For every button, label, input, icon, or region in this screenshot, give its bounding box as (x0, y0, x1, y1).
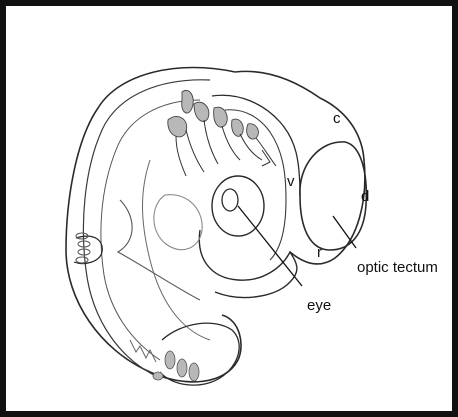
cranial-ganglia (168, 90, 259, 139)
label-eye: eye (307, 297, 331, 314)
label-r: r (317, 244, 322, 261)
pharyngeal-arches (154, 195, 202, 250)
optic-tectum-leader (333, 216, 356, 248)
neural-tube-inner-line (101, 100, 200, 360)
eye-lens (222, 189, 238, 211)
eye-leader (238, 206, 302, 286)
heart-region (118, 200, 200, 300)
hindlimb-digits (153, 351, 199, 381)
neural-tube-line (83, 80, 210, 378)
cranial-nerves (176, 120, 276, 176)
tail-beads (130, 340, 156, 362)
label-c: c (333, 110, 341, 127)
lower-head-outline (199, 230, 297, 297)
optic-tectum-outline (300, 142, 366, 250)
label-optic-tectum: optic tectum (357, 259, 438, 276)
label-d: d (361, 188, 369, 205)
label-v: v (287, 173, 295, 190)
